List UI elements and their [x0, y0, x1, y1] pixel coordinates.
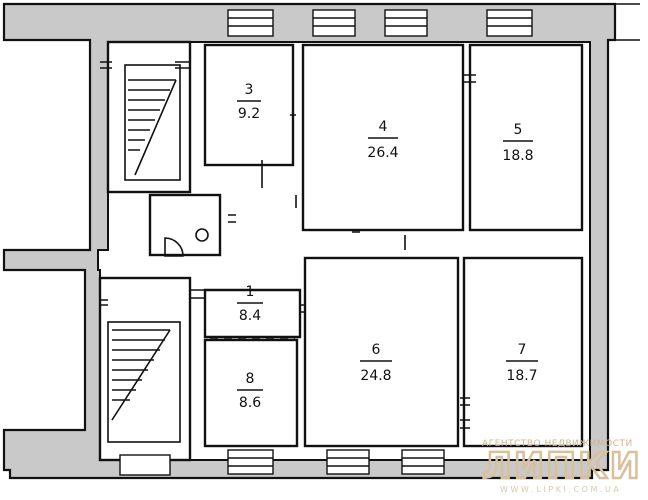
svg-text:8: 8: [246, 371, 255, 387]
toilet-icon: [195, 228, 209, 242]
svg-text:4: 4: [379, 119, 388, 135]
svg-text:8.4: 8.4: [239, 308, 261, 324]
svg-text:26.4: 26.4: [367, 145, 398, 161]
svg-text:W W W . L I P K I . C O M . U: W W W . L I P K I . C O M . U A: [500, 485, 619, 494]
svg-text:1: 1: [246, 284, 255, 300]
svg-text:3: 3: [245, 82, 254, 98]
svg-text:8.6: 8.6: [239, 395, 261, 411]
room-label-8: 8 8.6: [237, 371, 263, 411]
room-label-3: 3 9.2: [237, 82, 261, 122]
stair-upper-steps: [128, 79, 177, 176]
room-1: [203, 288, 302, 339]
room-label-7: 7 18.7: [506, 342, 538, 384]
svg-text:18.8: 18.8: [502, 148, 533, 164]
svg-text:5: 5: [514, 122, 523, 138]
svg-text:7: 7: [518, 342, 527, 358]
stair-upper-flight: [124, 64, 181, 181]
room-7: [462, 256, 584, 448]
room-label-5: 5 18.8: [502, 122, 533, 164]
svg-text:9.2: 9.2: [238, 106, 260, 122]
svg-text:24.8: 24.8: [360, 368, 391, 384]
wc: [148, 193, 222, 257]
svg-text:ЛИПКИ: ЛИПКИ: [482, 446, 642, 487]
stair-lower-steps: [111, 329, 171, 421]
svg-text:АГЕНТСТВО НЕДВИЖИМОСТИ: АГЕНТСТВО НЕДВИЖИМОСТИ: [482, 439, 633, 449]
right-outer-strip: [608, 3, 640, 41]
stair-lower-flight: [107, 321, 181, 443]
agency-watermark: АГЕНТСТВО НЕДВИЖИМОСТИ ЛИПКИ W W W . L I…: [481, 439, 642, 494]
room-label-1: 1 8.4: [237, 284, 263, 324]
top-windows: [227, 9, 533, 37]
room-5: [468, 43, 584, 232]
stair-upper: [106, 40, 192, 194]
room-6: [303, 256, 460, 448]
room-3: [203, 43, 295, 167]
room-label-4: 4 26.4: [367, 119, 398, 161]
svg-text:6: 6: [372, 342, 381, 358]
door-swing-icon: [164, 237, 184, 257]
room-8: [203, 338, 299, 448]
bottom-windows: [119, 449, 445, 476]
room-label-6: 6 24.8: [360, 342, 392, 384]
svg-text:18.7: 18.7: [506, 368, 537, 384]
door-marks: [100, 61, 476, 429]
